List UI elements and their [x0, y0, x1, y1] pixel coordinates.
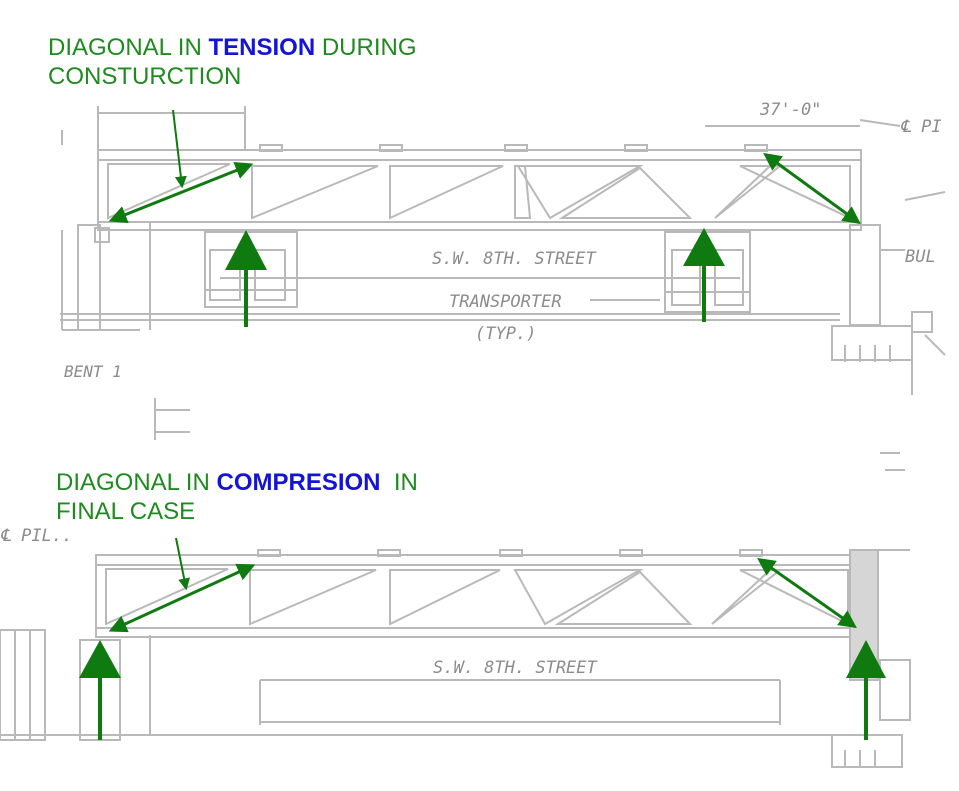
top-callout-leader: [172, 109, 187, 189]
bul-label: BUL: [905, 247, 936, 267]
compression-keyword: COMPRESION: [216, 469, 381, 496]
tension-diagonal-arrow-left: [108, 161, 254, 224]
compression-diagonal-arrow-left: [108, 563, 256, 633]
bottom-truss-drawing: [0, 398, 911, 768]
support-reaction-arrowhead-right: [683, 228, 725, 266]
top-force-arrows: [108, 109, 861, 327]
top-drawing-labels: S.W. 8TH. STREET TRANSPORTER (TYP.) BENT…: [64, 100, 942, 381]
pier-label-top: ℄ PI: [900, 117, 942, 137]
compression-callout-line1: DIAGONAL IN COMPRESION IN: [56, 468, 418, 497]
dimension-label: 37'-0": [759, 100, 821, 120]
compression-callout-prefix: DIAGONAL IN: [56, 469, 217, 496]
compression-diagonal-arrow-right: [757, 557, 857, 629]
support-reaction-arrowhead-bottom-right: [846, 640, 886, 678]
compression-callout-suffix: IN: [380, 469, 418, 496]
compression-callout-line2: FINAL CASE: [56, 498, 196, 525]
support-reaction-arrowhead-left: [225, 230, 267, 270]
support-reaction-arrowhead-bottom-left: [79, 640, 121, 678]
street-label-bottom: S.W. 8TH. STREET: [433, 658, 599, 678]
top-truss-drawing: [60, 106, 946, 395]
bottom-force-arrows: [79, 537, 886, 740]
transporter-label: TRANSPORTER: [449, 292, 562, 312]
street-label-top: S.W. 8TH. STREET: [432, 249, 598, 269]
bent-label: BENT 1: [64, 362, 122, 381]
typ-label: (TYP.): [475, 324, 536, 344]
tension-callout: DIAGONAL IN TENSION DURING CONSTURCTION: [48, 33, 417, 91]
tension-diagonal-arrow-right: [763, 152, 861, 225]
tension-callout-suffix: DURING: [315, 34, 417, 61]
tension-keyword: TENSION: [208, 34, 316, 61]
tension-callout-line1: DIAGONAL IN TENSION DURING: [48, 33, 417, 62]
compression-callout: DIAGONAL IN COMPRESION IN FINAL CASE: [56, 468, 418, 526]
tension-callout-prefix: DIAGONAL IN: [48, 34, 209, 61]
pier-label-bottom: ℄ PIL..: [0, 526, 72, 546]
bottom-drawing-labels: S.W. 8TH. STREET ℄ PIL..: [0, 526, 599, 678]
tension-callout-line2: CONSTURCTION: [48, 63, 242, 90]
bottom-callout-leader: [175, 537, 191, 591]
